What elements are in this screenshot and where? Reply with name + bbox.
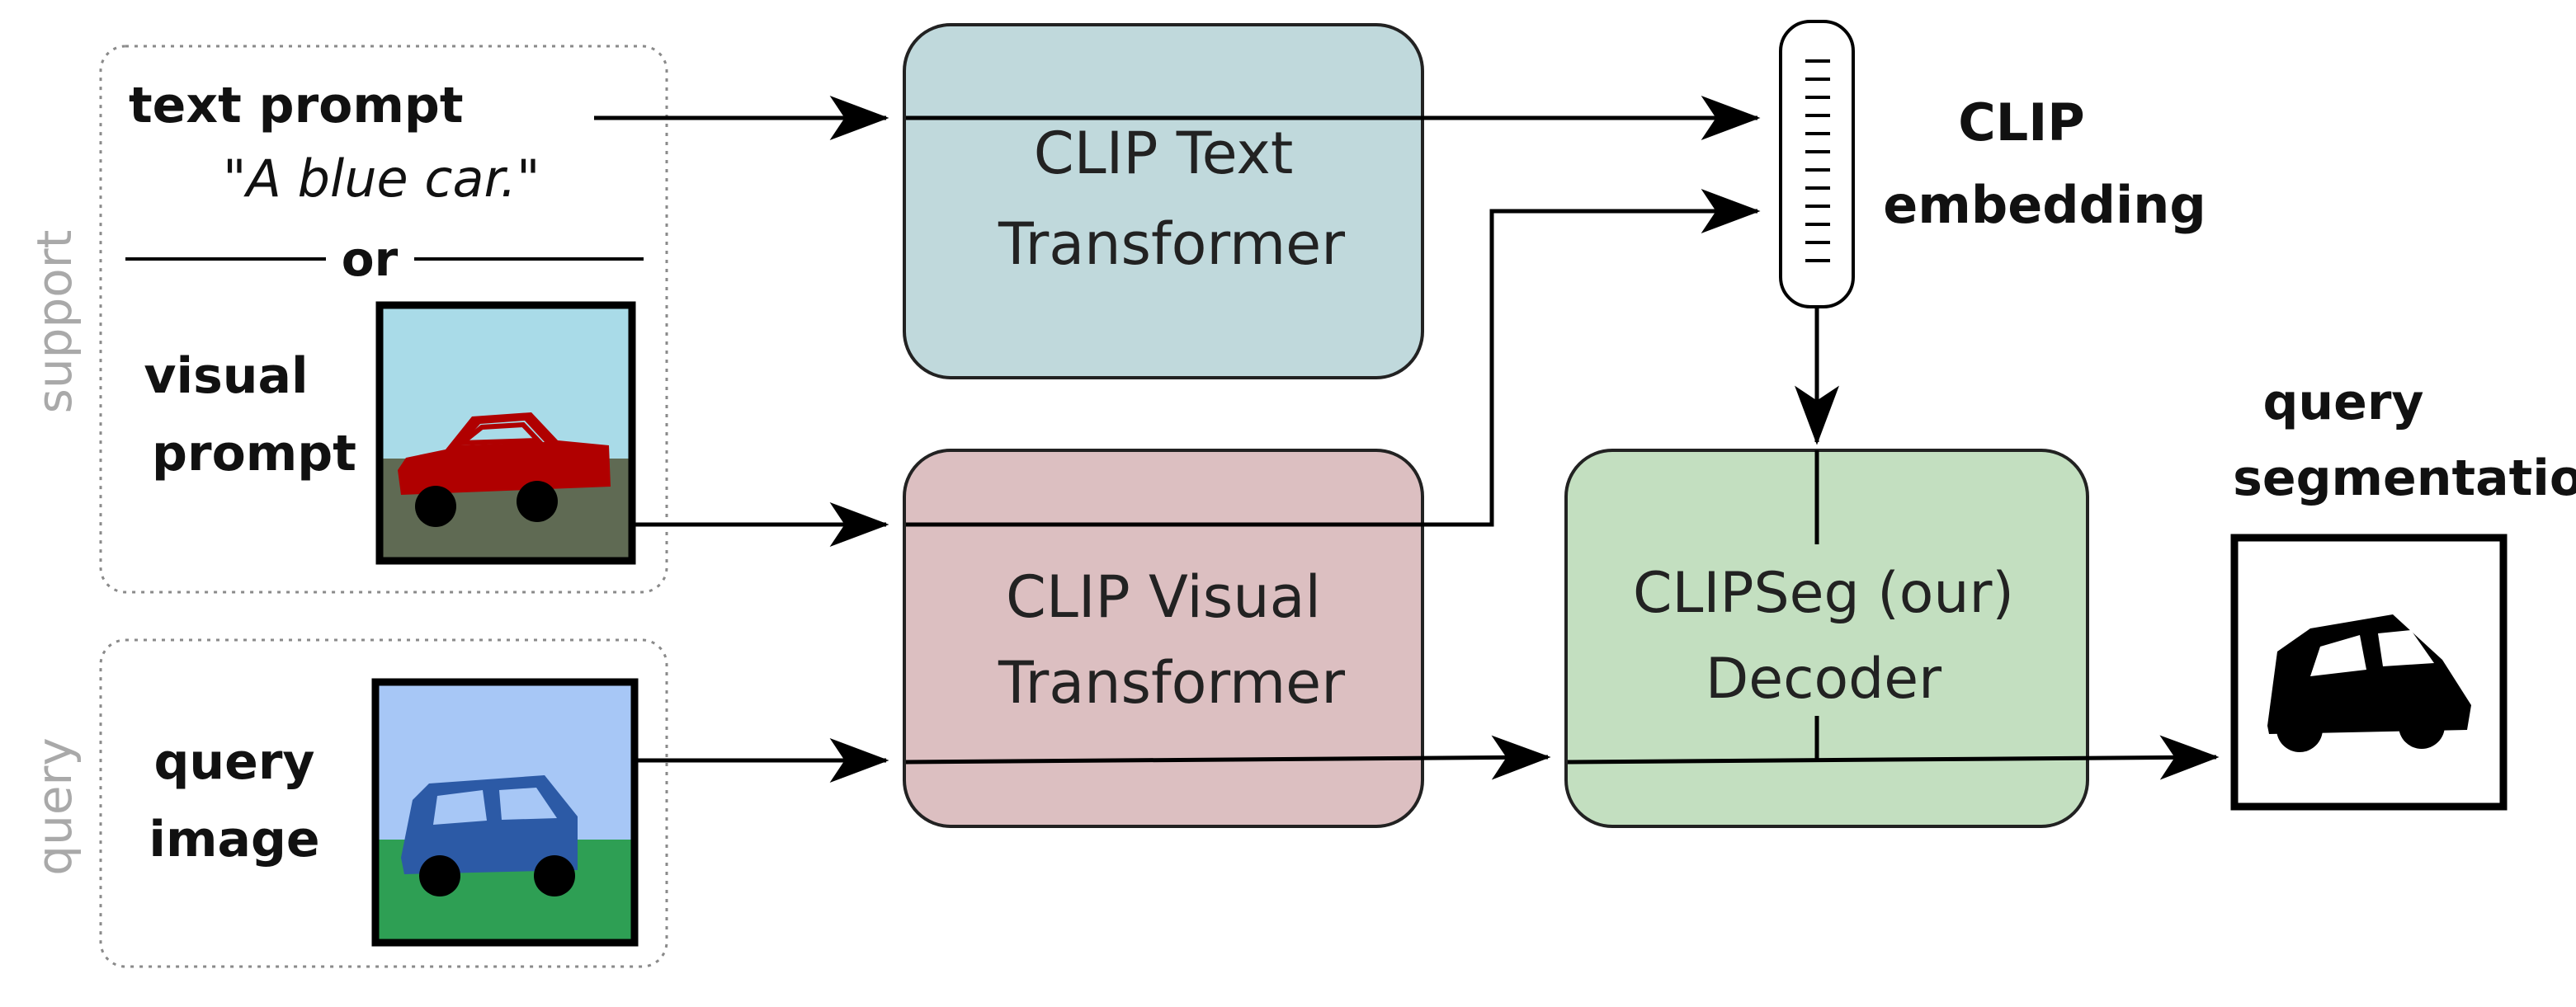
text-prompt-label: text prompt: [129, 77, 464, 134]
red-car-icon: [398, 412, 611, 527]
blue-car-icon: [401, 775, 578, 896]
clip-text-transformer-line1: CLIP Text: [1034, 120, 1294, 187]
arrow-visual-transformer-to-decoder: [905, 735, 1551, 780]
query-image: [371, 678, 639, 947]
visual-prompt-label-line2: prompt: [152, 425, 356, 482]
clip-embedding-vector: [1779, 20, 1855, 308]
arrow-decoder-to-output: [1567, 735, 2220, 780]
clip-visual-transformer-line2: Transformer: [998, 649, 1345, 717]
query-side-label: query: [26, 737, 83, 875]
clip-text-transformer-line2: Transformer: [998, 210, 1345, 278]
query-image-label-line2: image: [149, 811, 319, 868]
query-image-label-line1: query: [153, 733, 314, 791]
query-segmentation-label-line1: query: [2262, 374, 2423, 431]
clipseg-decoder-line2: Decoder: [1706, 647, 1941, 712]
visual-prompt-label-line1: visual: [144, 347, 308, 405]
clip-visual-transformer-line1: CLIP Visual: [1006, 563, 1321, 631]
support-side-label: support: [26, 230, 83, 414]
clipseg-decoder: CLIPSeg (our) Decoder: [1564, 449, 2089, 828]
text-prompt-example: "A blue car.": [223, 148, 540, 209]
clipseg-decoder-line1: CLIPSeg (our): [1633, 561, 2014, 626]
visual-prompt-image: [375, 301, 636, 565]
clip-embedding-label-line1: CLIP: [1958, 92, 2085, 153]
query-segmentation-label-line2: segmentation: [2233, 449, 2576, 507]
clip-visual-transformer: CLIP Visual Transformer: [903, 449, 1424, 828]
connectors: [594, 96, 2220, 783]
clip-text-transformer: CLIP Text Transformer: [903, 23, 1424, 379]
clip-embedding-label-line2: embedding: [1883, 175, 2206, 235]
arrow-visual-transformer-to-embedding: [906, 189, 1761, 527]
query-segmentation-mask: [2230, 534, 2508, 811]
car-silhouette-icon: [2267, 614, 2471, 752]
or-label: or: [342, 231, 399, 287]
